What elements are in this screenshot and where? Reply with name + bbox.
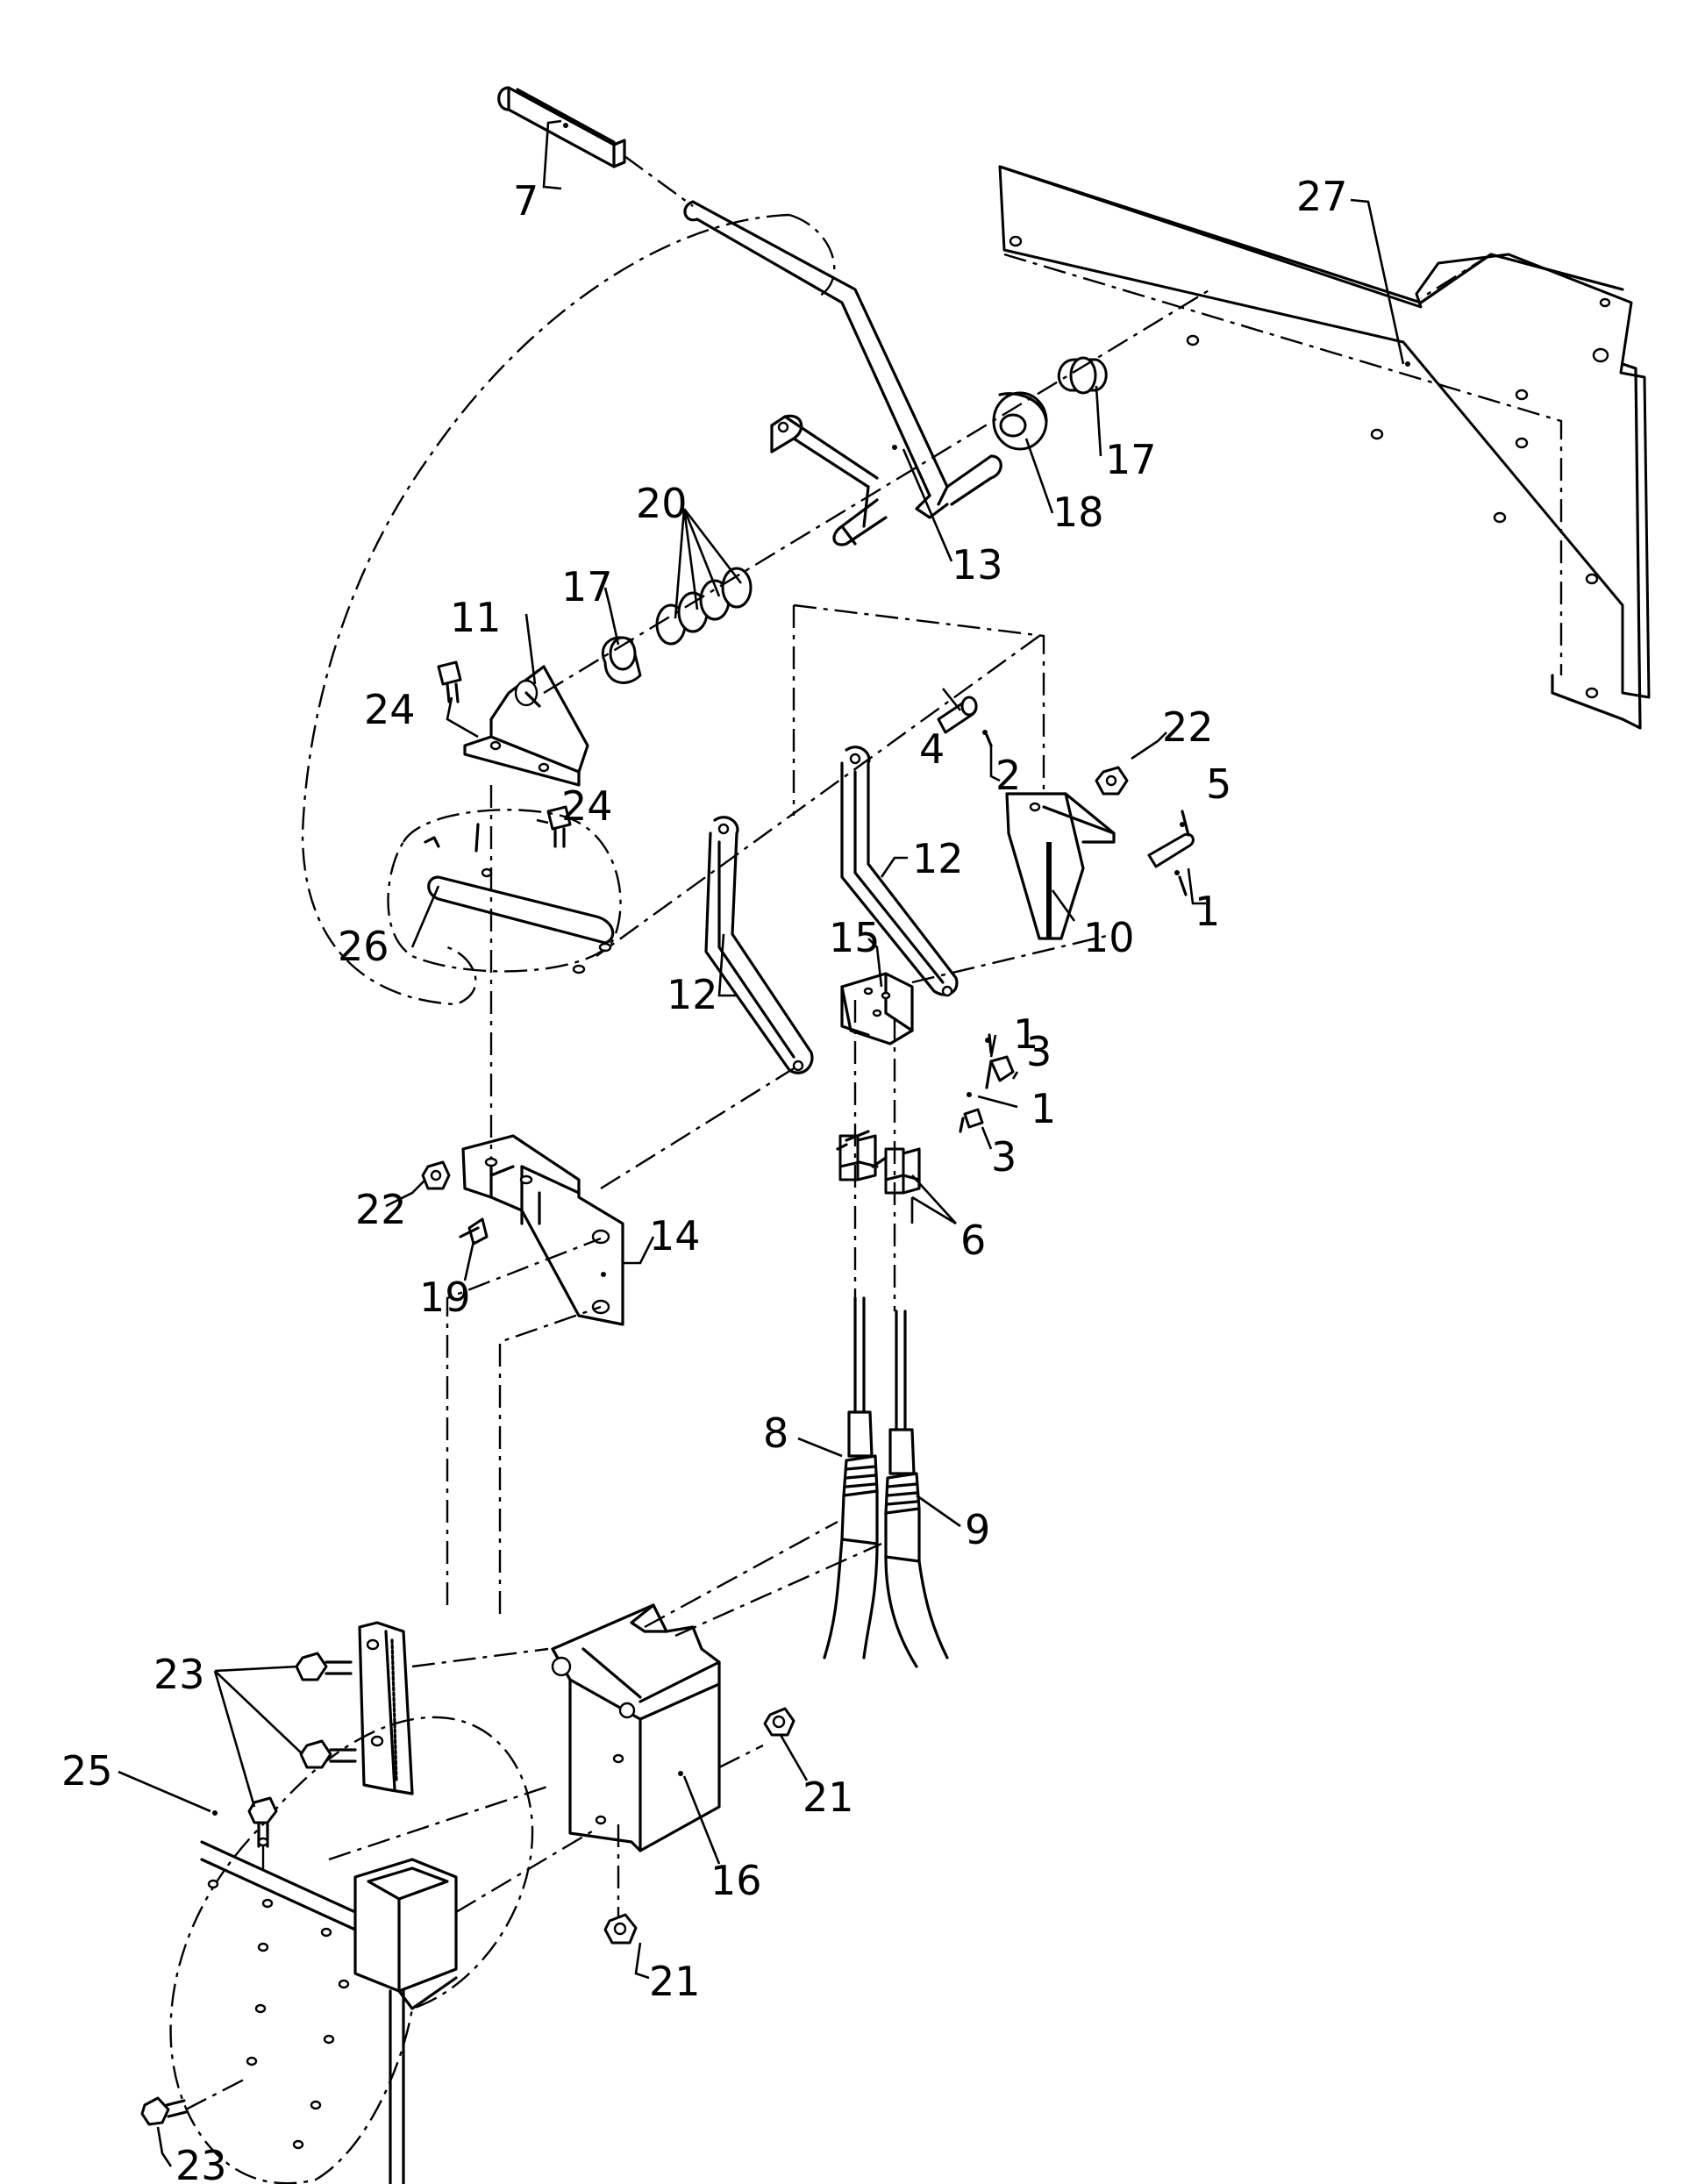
callout-12-right: 12 bbox=[912, 835, 964, 882]
centerline-bracket-lower bbox=[446, 1237, 602, 1605]
frame-plate-lower bbox=[200, 1810, 405, 2184]
cotter-pin-right bbox=[1174, 870, 1188, 896]
callout-2: 2 bbox=[995, 752, 1021, 799]
mounting-plate bbox=[387, 809, 622, 974]
callout-23-upper: 23 bbox=[153, 1651, 205, 1698]
control-handle bbox=[683, 200, 1002, 546]
callout-13: 13 bbox=[952, 541, 1003, 589]
callout-12-left: 12 bbox=[667, 971, 718, 1018]
square-tube bbox=[353, 1858, 458, 2010]
callout-7: 7 bbox=[513, 177, 539, 225]
handle-grip bbox=[497, 86, 626, 168]
centerline-mount-1 bbox=[644, 1520, 838, 1629]
callout-17-lower: 17 bbox=[561, 563, 613, 610]
centerline-upper bbox=[596, 635, 1040, 957]
spacer-washers bbox=[655, 567, 753, 646]
callout-11: 11 bbox=[450, 594, 502, 641]
control-cable-left bbox=[823, 1296, 879, 1659]
detail-region-lower bbox=[169, 1716, 534, 2184]
centerline-right bbox=[911, 932, 1115, 984]
centerline-bracket-lower-2 bbox=[498, 1305, 602, 1614]
pivot-bracket bbox=[463, 665, 589, 787]
callout-1-lower: 1 bbox=[1031, 1085, 1056, 1132]
flange-bushing-upper bbox=[1057, 356, 1108, 395]
callout-4: 4 bbox=[919, 725, 945, 773]
callout-22-upper: 22 bbox=[1162, 703, 1214, 751]
callout-1-right: 1 bbox=[1195, 888, 1220, 935]
link-left bbox=[704, 816, 814, 1074]
callout-10: 10 bbox=[1083, 914, 1135, 961]
callout-labels: 7 27 17 18 13 20 17 11 24 24 26 12 12 4 … bbox=[61, 173, 1348, 2184]
shaft-arm bbox=[770, 414, 879, 528]
cable-mount bbox=[551, 1603, 721, 1852]
callout-leaders bbox=[118, 119, 1405, 2167]
centerline-links bbox=[792, 603, 1045, 816]
callout-5: 5 bbox=[1206, 760, 1231, 808]
detail-region-upper bbox=[301, 213, 790, 1006]
lower-plate bbox=[358, 1621, 414, 1795]
callout-21-bottom: 21 bbox=[649, 1958, 701, 2005]
cable-end-left bbox=[836, 1130, 879, 1181]
callout-1-center: 1 bbox=[1013, 1010, 1038, 1058]
pin-lower-center bbox=[959, 1092, 984, 1133]
callout-26: 26 bbox=[338, 923, 389, 970]
callout-3-lower: 3 bbox=[991, 1133, 1017, 1181]
callout-21-right: 21 bbox=[803, 1774, 854, 1821]
bolt-23-bottom bbox=[140, 2096, 188, 2126]
centerline-lower-1 bbox=[411, 1647, 549, 1668]
callout-6: 6 bbox=[960, 1217, 986, 1264]
callout-18: 18 bbox=[1052, 489, 1104, 536]
callout-label-9: 9 bbox=[965, 1506, 990, 1553]
centerline-lower-3 bbox=[455, 1827, 597, 1914]
centerline-lower-4 bbox=[185, 2077, 246, 2111]
bolt-upper-center bbox=[546, 805, 572, 848]
main-bracket bbox=[461, 1134, 624, 1326]
slotted-bracket bbox=[1005, 792, 1116, 940]
bolt-23-upper bbox=[295, 1652, 353, 1681]
pin-upper-center bbox=[985, 1033, 1015, 1089]
control-cable-right bbox=[884, 1310, 949, 1668]
locknut-left bbox=[421, 1160, 451, 1190]
detail-region-upper-right-edge bbox=[788, 213, 836, 300]
flange-nut-bottom bbox=[603, 1913, 638, 1945]
clip-19 bbox=[459, 1217, 489, 1245]
cable-end-right bbox=[871, 1147, 921, 1195]
callout-16: 16 bbox=[710, 1857, 762, 1904]
cable-bracket bbox=[840, 972, 914, 1046]
clevis-pin-upper bbox=[937, 696, 978, 734]
link-right bbox=[840, 746, 959, 997]
callout-24-lower: 24 bbox=[561, 782, 613, 830]
centerline-handle bbox=[624, 155, 694, 207]
frame-plate bbox=[998, 165, 1651, 730]
callout-14: 14 bbox=[649, 1212, 701, 1260]
locknut-upper-right bbox=[1095, 766, 1129, 796]
callout-label-8: 8 bbox=[763, 1410, 788, 1457]
callout-15: 15 bbox=[829, 914, 881, 961]
centerline-shaft bbox=[543, 288, 1211, 695]
centerline-mount-2 bbox=[674, 1542, 882, 1638]
callout-3-upper: 3 bbox=[1026, 1028, 1052, 1075]
callout-19: 19 bbox=[419, 1274, 471, 1321]
bolt-23-middle bbox=[299, 1739, 357, 1769]
flange-bushing-lower bbox=[601, 636, 642, 684]
centerline-mount-3 bbox=[718, 1744, 764, 1769]
callout-27: 27 bbox=[1296, 173, 1348, 220]
callout-17-upper: 17 bbox=[1105, 436, 1157, 483]
callout-24-upper: 24 bbox=[364, 686, 416, 733]
callout-25: 25 bbox=[61, 1747, 113, 1795]
centerline-lower-2 bbox=[328, 1783, 553, 1861]
callout-20: 20 bbox=[636, 480, 688, 527]
centerline-bracket bbox=[600, 1064, 799, 1190]
callout-23-bottom: 23 bbox=[175, 2142, 227, 2184]
clevis-pin-right bbox=[1147, 810, 1195, 868]
bolt-upper-left bbox=[437, 660, 462, 703]
washer-large bbox=[992, 391, 1048, 451]
cotter-pin-upper bbox=[982, 730, 993, 747]
callout-22-lower: 22 bbox=[355, 1186, 407, 1233]
flange-nut-right bbox=[763, 1707, 795, 1737]
